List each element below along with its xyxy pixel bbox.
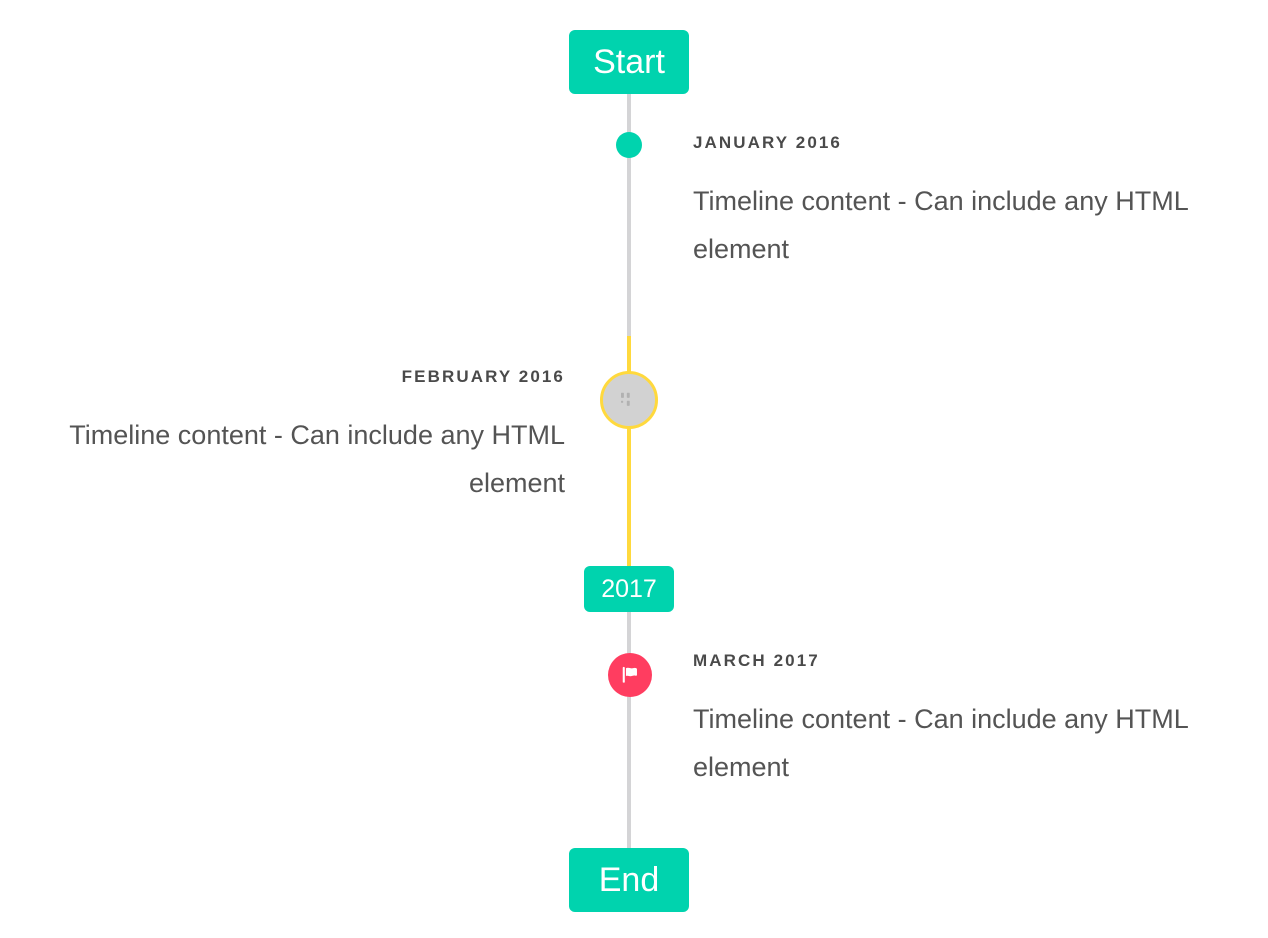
timeline-event-march-2017: MARCH 2017 Timeline content - Can includ… — [693, 651, 1233, 791]
timeline-marker-january-2016[interactable] — [616, 132, 642, 158]
timeline-badge-start-label: Start — [593, 43, 665, 81]
timeline-event-date-march-2017: MARCH 2017 — [693, 651, 820, 670]
timeline-badge-2017[interactable]: 2017 — [584, 566, 674, 612]
timeline-spine-segment-top — [627, 94, 631, 337]
timeline-event-body-march-2017: Timeline content - Can include any HTML … — [693, 704, 1188, 783]
timeline-badge-end-label: End — [598, 861, 660, 899]
timeline-event-body-january-2016: Timeline content - Can include any HTML … — [693, 186, 1188, 265]
flag-icon — [622, 666, 637, 683]
timeline-spine-segment-bottom — [627, 612, 631, 850]
timeline-spine-segment-highlight — [627, 336, 631, 568]
timeline-marker-february-2016[interactable] — [600, 371, 658, 429]
timeline-event-date-january-2016: JANUARY 2016 — [693, 133, 842, 152]
timeline-badge-start[interactable]: Start — [569, 30, 689, 94]
timeline-badge-end[interactable]: End — [569, 848, 689, 912]
timeline-event-body-february-2016: Timeline content - Can include any HTML … — [69, 420, 565, 499]
timeline-event-date-february-2016: FEBRUARY 2016 — [401, 367, 565, 386]
timeline-event-january-2016: JANUARY 2016 Timeline content - Can incl… — [693, 133, 1233, 273]
timeline-badge-2017-label: 2017 — [601, 574, 657, 603]
broken-image-icon — [621, 392, 630, 406]
timeline-event-february-2016: FEBRUARY 2016 Timeline content - Can inc… — [40, 367, 565, 507]
timeline-marker-march-2017[interactable] — [608, 653, 652, 697]
